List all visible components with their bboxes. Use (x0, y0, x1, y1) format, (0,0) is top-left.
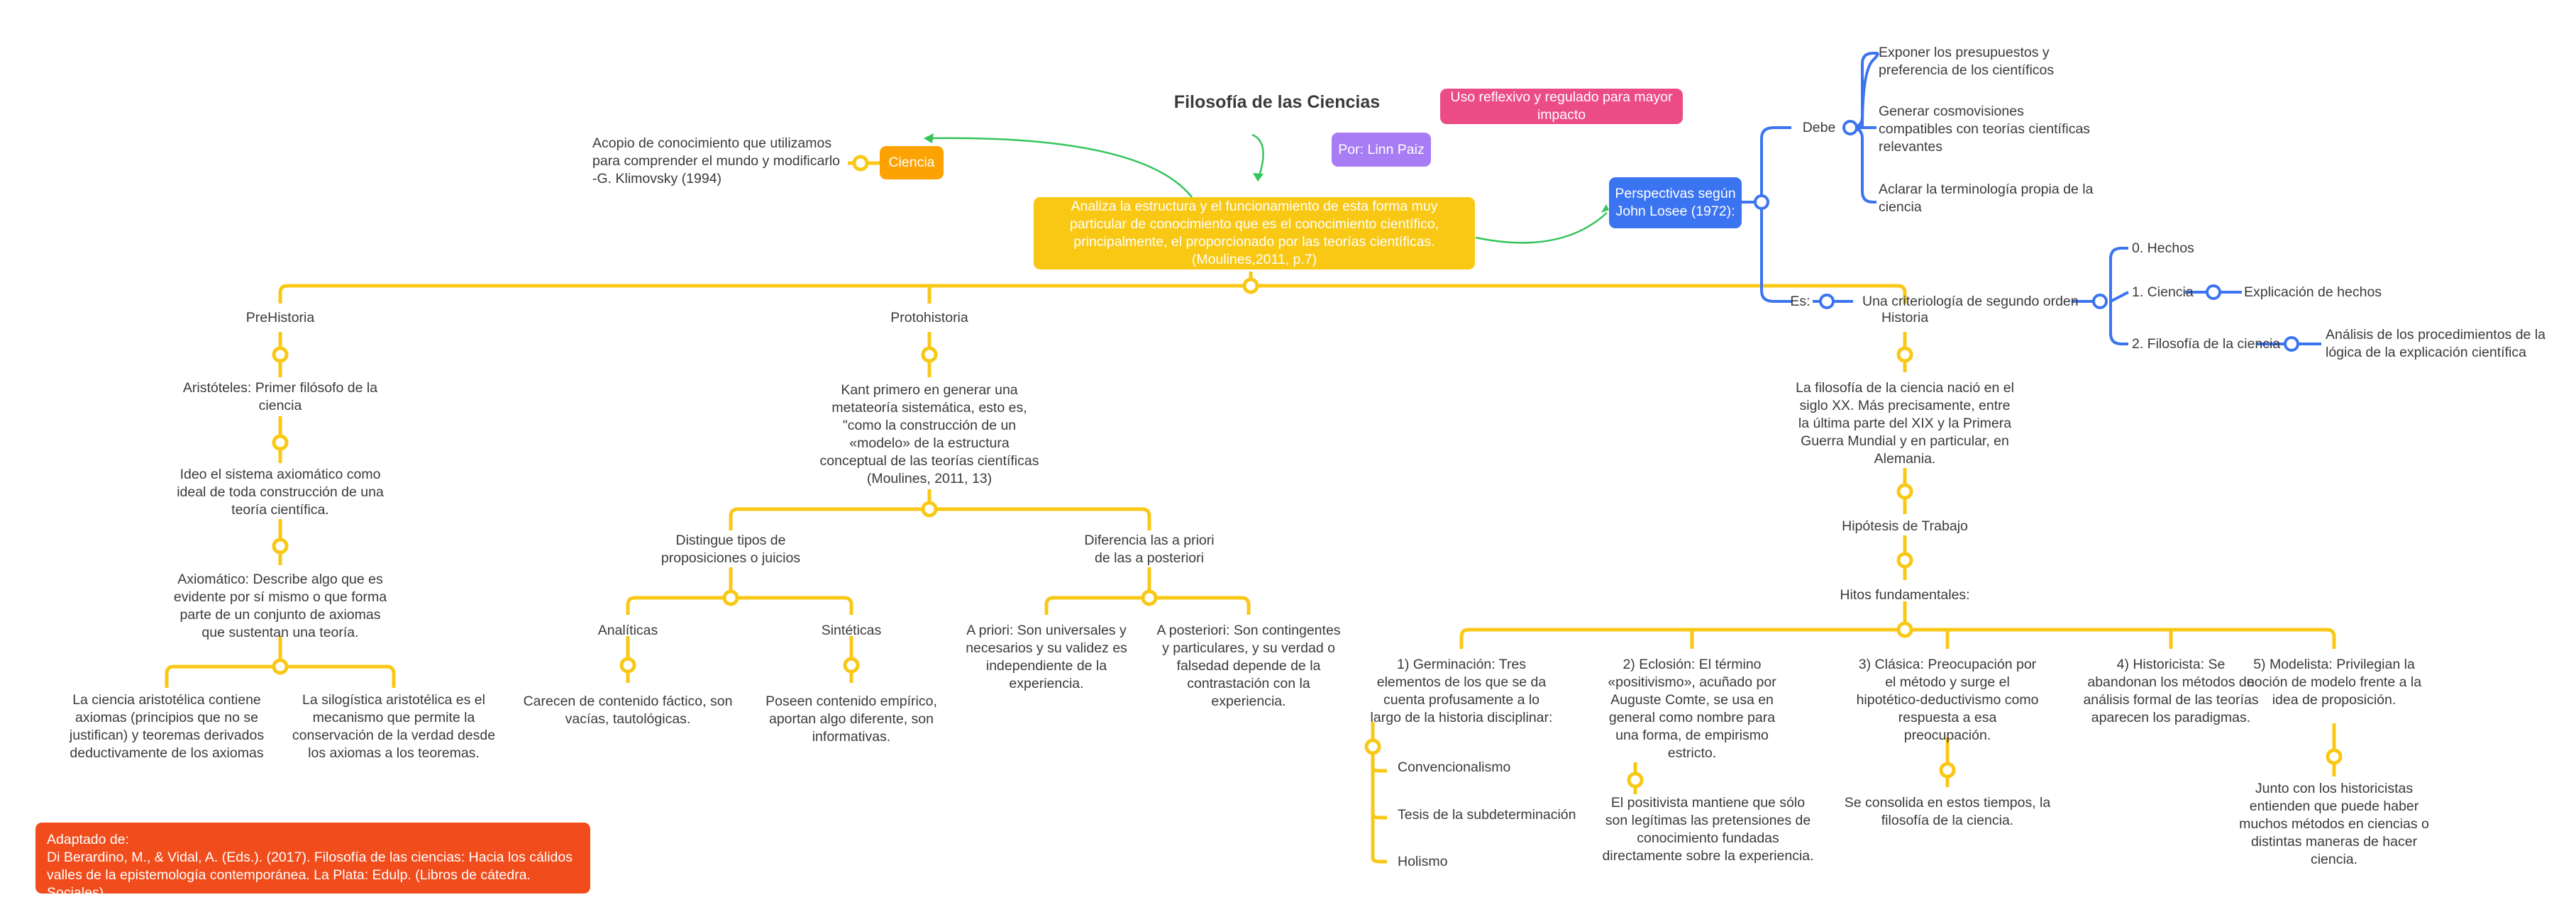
clasica-consolidacion: Se consolida en estos tiempos, la filoso… (1844, 795, 2051, 828)
protohistoria-node[interactable]: Protohistoria (890, 310, 968, 325)
germinacion-holismo: Holismo (1398, 854, 1448, 869)
reference-box[interactable]: Adaptado de: Di Berardino, M., & Vidal, … (35, 823, 590, 901)
diferencia-node: Diferencia las a priori de las a posteri… (1084, 533, 1215, 566)
level-filosofia-desc: Análisis de los procedimientos de la lóg… (2326, 327, 2546, 360)
level-ciencia-desc: Explicación de hechos (2244, 284, 2382, 300)
level-filosofia: 2. Filosofía de la ciencia (2132, 336, 2281, 352)
debe-item-3: Aclarar la terminología propia de la cie… (1879, 182, 2094, 215)
prehistoria-leaf-1: La ciencia aristotélica contiene axiomas… (69, 692, 265, 761)
central-topic[interactable]: Analiza la estructura y el funcionamient… (1034, 197, 1475, 269)
losee-node[interactable]: Perspectivas según John Losee (1972): (1609, 177, 1742, 228)
historia-origen: La filosofía de la ciencia nació en el s… (1796, 380, 2014, 467)
modelista-historicistas: Junto con los historicistas entienden qu… (2239, 781, 2429, 867)
sinteticas-desc: Poseen contenido empírico, aportan algo … (765, 694, 937, 745)
germinacion-subdeterminacion: Tesis de la subdeterminación (1398, 807, 1576, 823)
hipotesis-node: Hipótesis de Trabajo (1842, 518, 1968, 534)
debe-label: Debe (1802, 120, 1836, 135)
prehistoria-item-2: Ideo el sistema axiomático como ideal de… (177, 467, 384, 518)
ciencia-node[interactable]: Ciencia (880, 146, 944, 179)
analiticas-desc: Carecen de contenido fáctico, son vacías… (523, 694, 733, 727)
hito-germinacion: 1) Germinación: Tres elementos de los qu… (1370, 657, 1553, 725)
distingue-node: Distingue tipos de proposiciones o juici… (660, 533, 801, 566)
note-autor[interactable]: Por: Linn Paiz (1332, 133, 1431, 167)
level-ciencia: 1. Ciencia (2132, 284, 2194, 300)
hito-historicista: 4) Historicista: Se abandonan los método… (2083, 657, 2259, 725)
sinteticas-node: Sintéticas (821, 623, 882, 638)
debe-item-2: Generar cosmovisiones compatibles con te… (1879, 104, 2091, 155)
hito-eclosion: 2) Eclosión: El término «positivismo», a… (1608, 657, 1776, 761)
note-uso-reflexivo[interactable]: Uso reflexivo y regulado para mayor impa… (1440, 89, 1683, 124)
analiticas-node: Analíticas (597, 623, 658, 638)
kant-text: Kant primero en generar una metateoría s… (819, 382, 1039, 486)
level-hechos: 0. Hechos (2132, 240, 2194, 256)
historia-node[interactable]: Historia (1881, 310, 1929, 325)
germinacion-convencionalismo: Convencionalismo (1398, 759, 1511, 775)
map-title: Filosofía de las Ciencias (1173, 92, 1381, 112)
prehistoria-item-1: Aristóteles: Primer filósofo de la cienc… (182, 380, 378, 413)
reference-text: Adaptado de: Di Berardino, M., & Vidal, … (47, 832, 573, 901)
prehistoria-leaf-2: La silogística aristotélica es el mecani… (292, 692, 496, 761)
prehistoria-item-3: Axiomático: Describe algo que es evident… (173, 572, 387, 640)
eclosion-positivista: El positivista mantiene que sólo son leg… (1602, 795, 1814, 864)
prehistoria-node[interactable]: PreHistoria (245, 310, 315, 325)
debe-item-1: Exponer los presupuestos y preferencia d… (1879, 45, 2055, 78)
apriori-text: A priori: Son universales y necesarios y… (966, 623, 1127, 691)
hito-modelista: 5) Modelista: Privilegian la noción de m… (2246, 657, 2422, 708)
es-item: Una criteriología de segundo orden (1862, 294, 2079, 309)
ciencia-definition: Acopio de conocimiento que utilizamos pa… (592, 135, 841, 187)
hito-clasica: 3) Clásica: Preocupación por el método y… (1856, 657, 2039, 743)
hitos-node: Hitos fundamentales: (1840, 587, 1970, 603)
es-label: Es: (1790, 294, 1811, 309)
aposteriori-text: A posteriori: Son contingentes y particu… (1156, 623, 1341, 709)
